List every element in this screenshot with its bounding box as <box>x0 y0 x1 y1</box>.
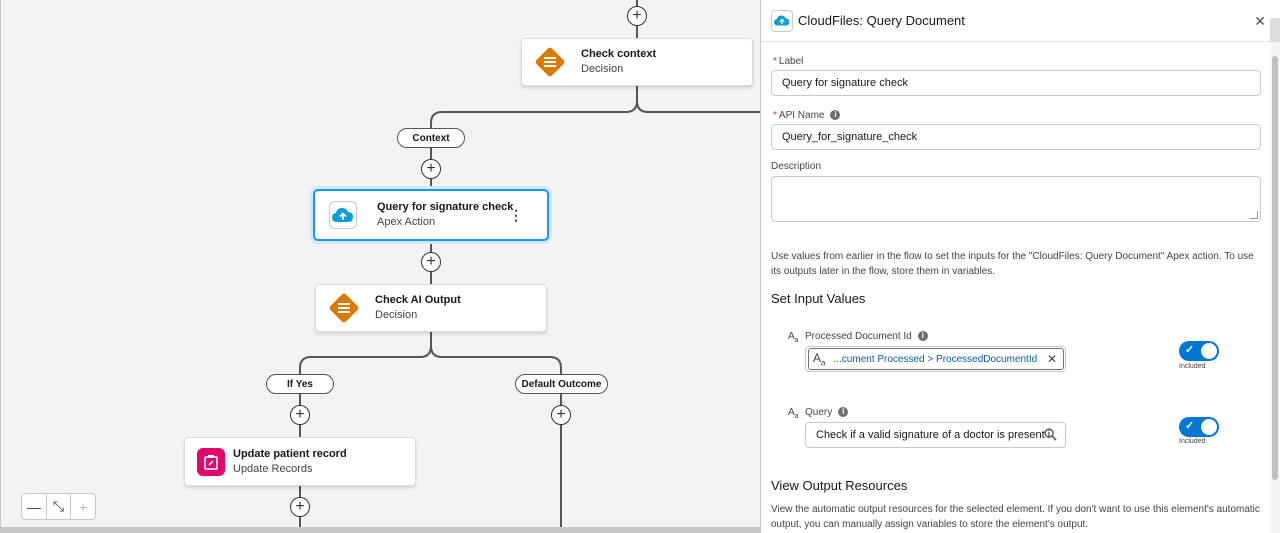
api-name-field-label-text: API Name <box>778 110 825 121</box>
check-icon: ✓ <box>1185 420 1195 432</box>
toggle-label: Included <box>1179 438 1206 445</box>
set-input-values-heading: Set Input Values <box>771 291 866 306</box>
scrollbar-thumb[interactable] <box>1272 56 1278 480</box>
toggle-knob <box>1201 419 1217 435</box>
close-icon[interactable]: ✕ <box>1254 13 1266 29</box>
panel-title: CloudFiles: Query Document <box>798 13 965 28</box>
resize-handle[interactable] <box>1250 211 1258 219</box>
processed-document-id-input[interactable]: Aa ...cument Processed > ProcessedDocume… <box>805 346 1066 372</box>
branch-label-default-outcome[interactable]: Default Outcome <box>515 374 608 394</box>
query-signature-node[interactable]: Query for signature check Apex Action ⋮ <box>313 189 549 241</box>
output-text: View the automatic output resources for … <box>771 504 1260 530</box>
required-mark: * <box>773 56 777 67</box>
toggle-label: Included <box>1179 363 1206 370</box>
zoom-out-button[interactable]: — <box>22 494 47 519</box>
node-title: Query for signature check <box>377 201 514 213</box>
include-toggle[interactable]: ✓ <box>1179 341 1219 361</box>
check-ai-output-node[interactable]: Check AI Output Decision <box>315 284 547 332</box>
info-icon[interactable]: i <box>830 110 841 121</box>
search-icon[interactable] <box>1044 428 1057 444</box>
api-name-field-label: *API Name i <box>773 110 841 121</box>
update-patient-record-node[interactable]: Update patient record Update Records <box>184 437 416 486</box>
toggle-knob <box>1201 343 1217 359</box>
more-actions-icon[interactable]: ⋮ <box>509 207 523 223</box>
branch-label-if-yes[interactable]: If Yes <box>266 374 334 394</box>
decision-icon <box>534 46 566 78</box>
info-icon[interactable]: i <box>838 407 849 418</box>
zoom-in-button[interactable]: + <box>79 498 88 515</box>
node-type: Apex Action <box>377 216 436 228</box>
update-records-icon <box>197 447 225 476</box>
description-textarea[interactable] <box>771 176 1261 222</box>
fit-view-button[interactable]: ⤡ <box>47 494 72 519</box>
text-type-icon: Aa <box>813 350 826 368</box>
node-title: Update patient record <box>233 447 347 460</box>
add-element-button[interactable]: + <box>551 405 571 425</box>
api-name-input[interactable]: Query_for_signature_check <box>771 124 1261 150</box>
text-type-icon: Aa <box>788 407 799 420</box>
intro-text: Use values from earlier in the flow to s… <box>771 251 1254 277</box>
query-input[interactable]: Check if a valid signature of a doctor i… <box>805 422 1066 448</box>
vertical-scrollbar[interactable] <box>1270 42 1280 533</box>
label-field-label: *Label <box>773 56 803 67</box>
node-type: Decision <box>581 63 624 75</box>
query-input-value: Check if a valid signature of a doctor i… <box>816 429 1051 441</box>
panel-header: CloudFiles: Query Document <box>761 0 1280 42</box>
zoom-controls: — ⤡ + <box>21 493 96 520</box>
info-icon[interactable]: i <box>917 331 928 342</box>
add-element-button[interactable]: + <box>421 159 441 179</box>
add-element-button[interactable]: + <box>290 497 310 517</box>
label-field-label-text: Label <box>778 56 804 67</box>
cloud-upload-icon <box>771 9 793 32</box>
text-type-icon: Aa <box>788 331 799 344</box>
resource-pill-value: ...cument Processed > ProcessedDocumentI… <box>833 353 1038 365</box>
cloud-upload-icon <box>329 201 357 229</box>
node-type: Update Records <box>233 462 313 475</box>
resource-pill[interactable]: Aa ...cument Processed > ProcessedDocume… <box>808 348 1064 370</box>
decision-icon <box>328 292 360 324</box>
add-element-button[interactable]: + <box>421 252 441 272</box>
label-input[interactable]: Query for signature check <box>771 70 1261 96</box>
check-icon: ✓ <box>1185 344 1195 356</box>
view-output-resources-heading: View Output Resources <box>771 478 908 493</box>
properties-panel: CloudFiles: Query Document ✕ *Label Quer… <box>760 0 1280 533</box>
required-mark: * <box>773 110 777 121</box>
node-title: Check context <box>581 48 657 60</box>
add-element-button[interactable]: + <box>627 6 647 26</box>
panel-edge-tab[interactable] <box>1270 18 1280 46</box>
add-element-button[interactable]: + <box>290 405 310 425</box>
check-context-node[interactable]: Check context Decision <box>521 38 753 86</box>
description-field-label: Description <box>771 161 822 172</box>
include-toggle[interactable]: ✓ <box>1179 417 1219 437</box>
branch-label-context[interactable]: Context <box>397 128 465 148</box>
flow-canvas[interactable]: + Check context Decision Context + Query… <box>0 0 760 533</box>
horizontal-scrollbar[interactable] <box>1 527 760 533</box>
node-type: Decision <box>375 309 418 321</box>
clear-icon[interactable]: ✕ <box>1046 352 1057 366</box>
node-title: Check AI Output <box>375 294 461 306</box>
